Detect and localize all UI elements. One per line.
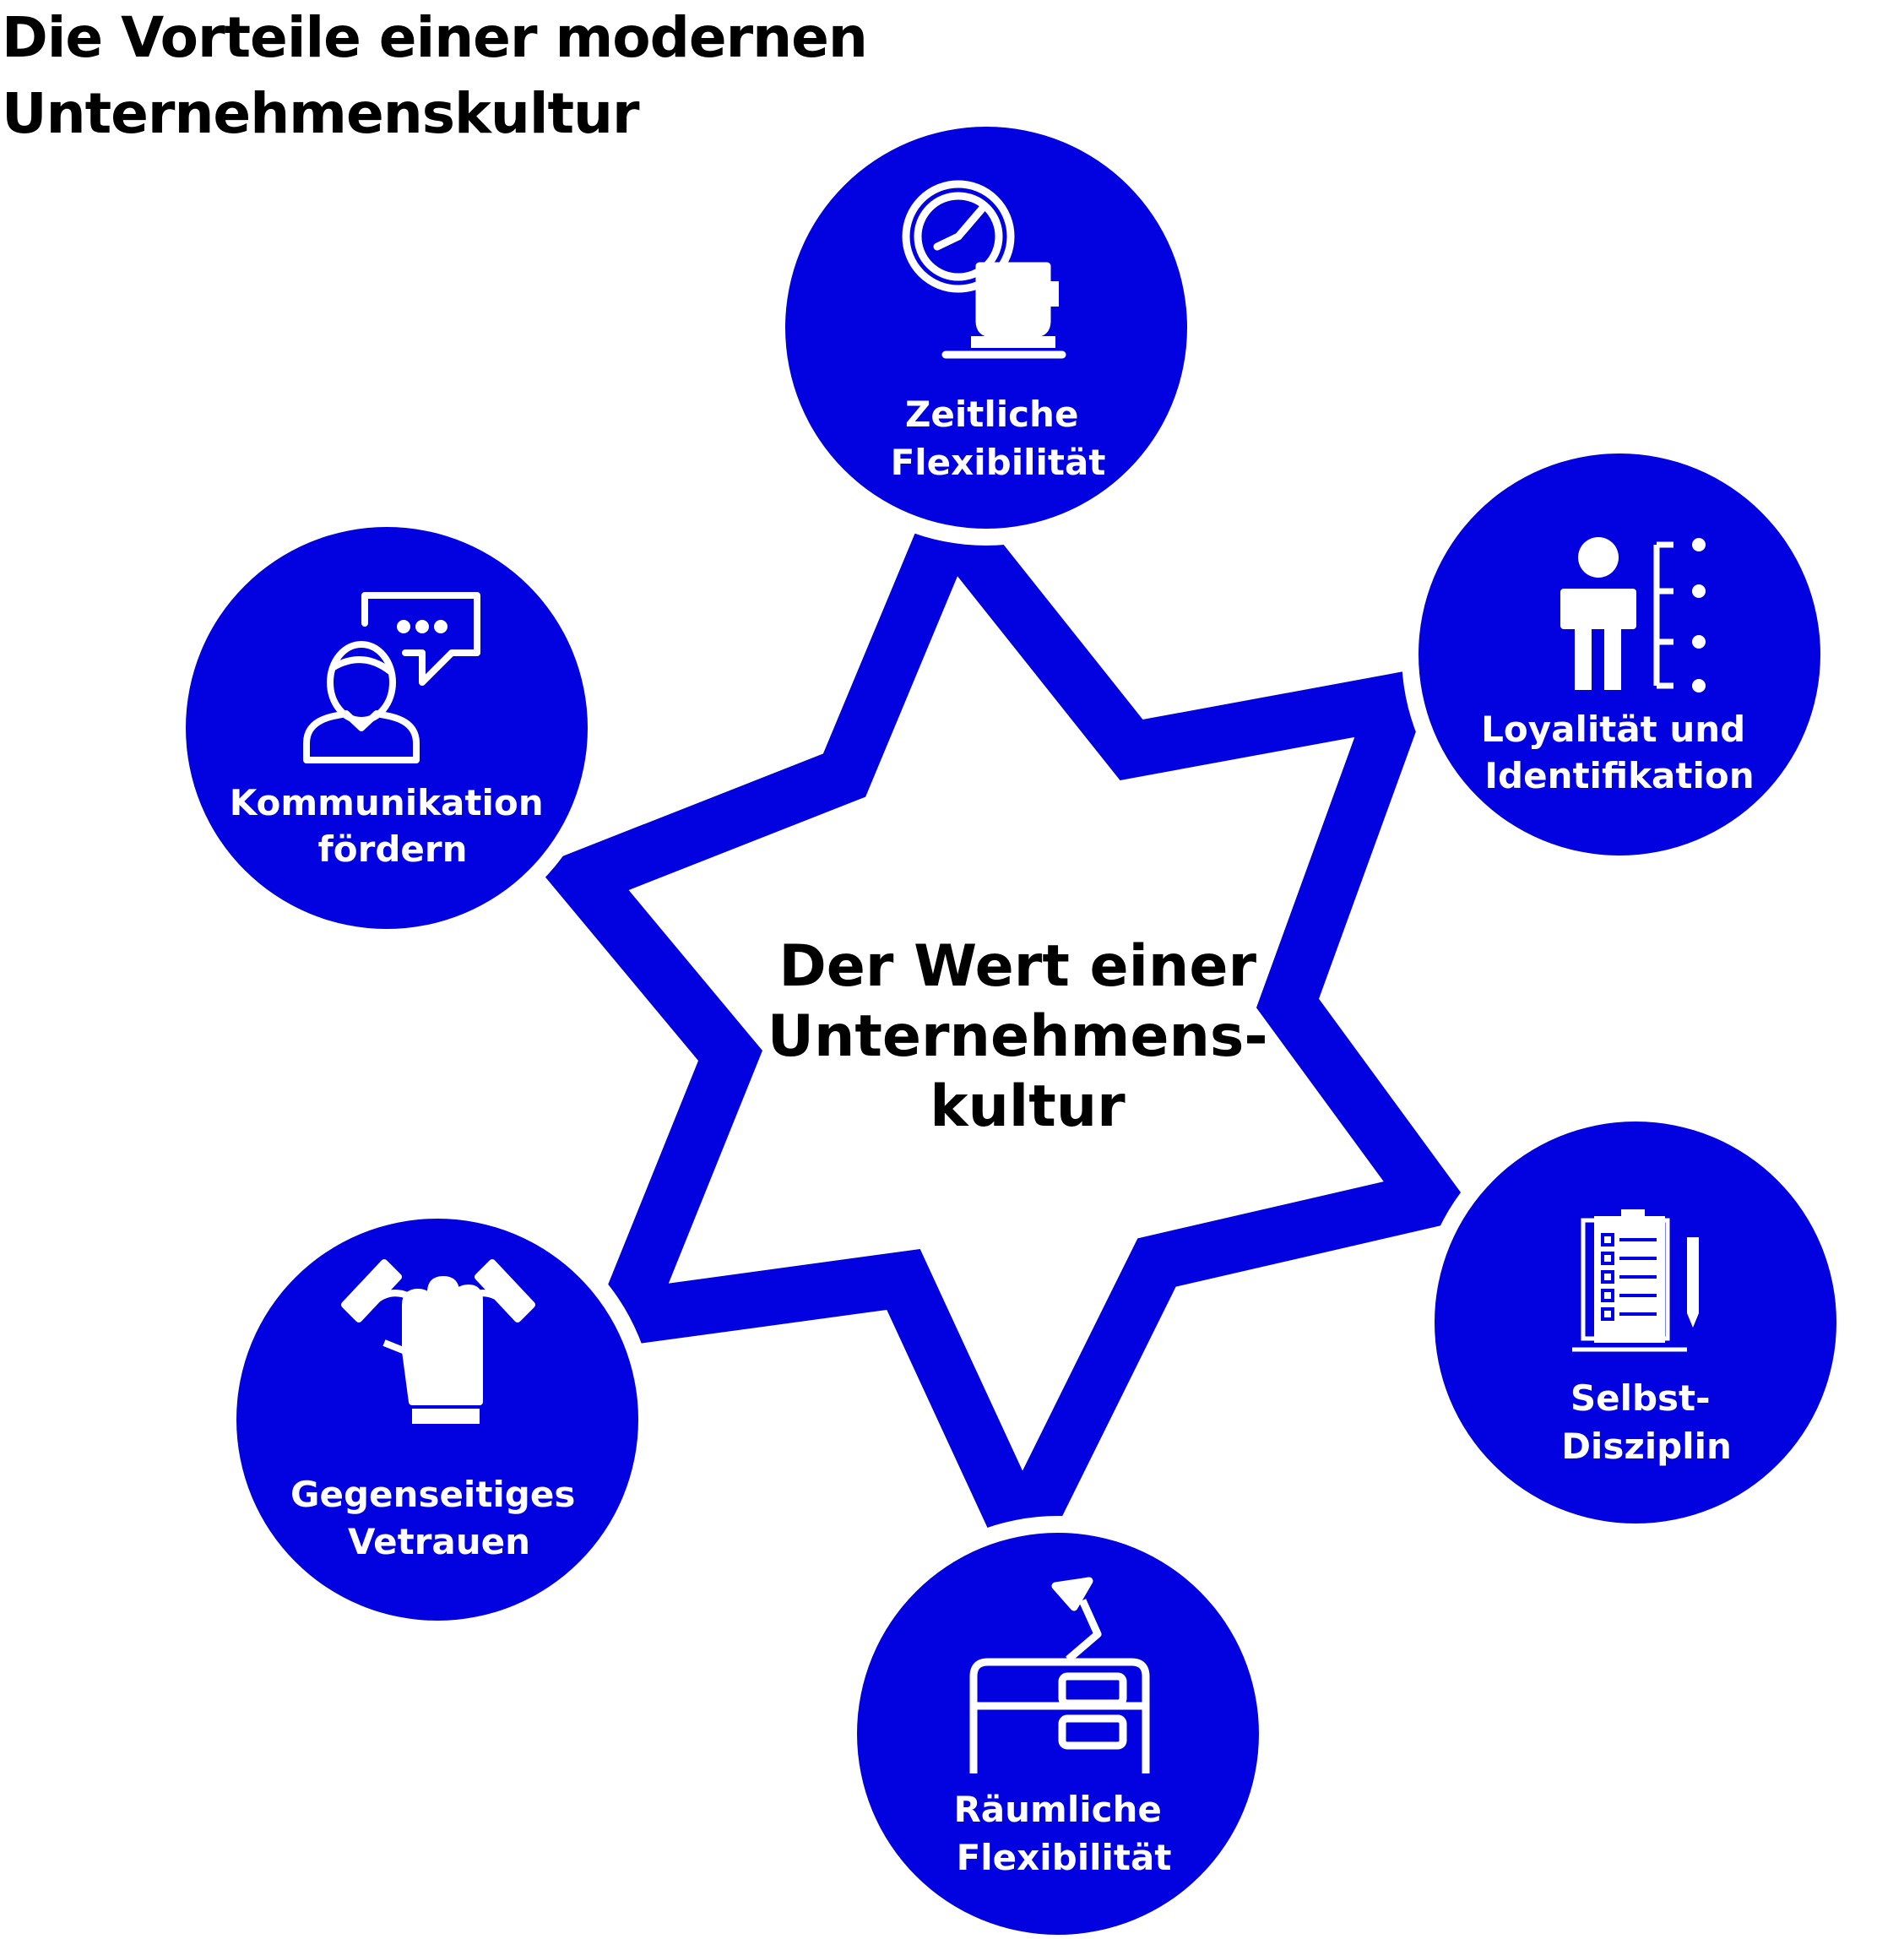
node-label-line-1: Loyalität und (1481, 709, 1745, 750)
svg-text:Kommunikation fördern: Kommunikation fördern (230, 782, 556, 870)
node-gegenseitiges-vertrauen: Gegenseitiges Vetrauen (220, 1202, 655, 1638)
node-label-line-2: fördern (317, 828, 467, 870)
svg-text:Räumliche Flexibilität: Räumliche Flexibilität (953, 1789, 1174, 1878)
node-raeumliche-flexibilitaet: Räumliche Flexibilität (840, 1516, 1276, 1939)
page-title: Die Vorteile einer modernen Unternehmens… (2, 0, 868, 152)
center-label-line-2: Unternehmens- (768, 1003, 1268, 1070)
center-label-line-3: kultur (930, 1073, 1126, 1140)
node-kommunikation-foerdern: Kommunikation fördern (169, 510, 605, 946)
node-label-line-1: Kommunikation (230, 782, 544, 823)
node-label-line-2: Disziplin (1561, 1426, 1732, 1467)
node-label-line-2: Vetrauen (348, 1521, 530, 1562)
node-loyalitaet-identifikation: Loyalität und Identifikation (1402, 437, 1837, 872)
svg-text:Zeitliche Flexibilität: Zeitliche Flexibilität (891, 394, 1106, 483)
desk-lamp-icon (969, 1577, 1150, 1773)
page-title-line-2: Unternehmenskultur (2, 81, 640, 146)
circle-background (186, 527, 588, 929)
node-label-line-1: Selbst- (1570, 1377, 1711, 1419)
stacked-hands-icon (341, 1259, 535, 1424)
node-label-line-1: Räumliche (953, 1789, 1161, 1830)
svg-text:Gegenseitiges Vetrauen: Gegenseitiges Vetrauen (290, 1474, 588, 1562)
clipboard-checklist-icon (1572, 1209, 1699, 1352)
node-label-line-1: Gegenseitiges (290, 1474, 575, 1515)
node-zeitliche-flexibilitaet: Zeitliche Flexibilität (768, 110, 1204, 546)
center-label: Der Wert einer Unternehmens- kultur (768, 933, 1288, 1140)
clock-coffee-icon (902, 180, 1066, 359)
node-label-line-2: Flexibilität (957, 1837, 1172, 1878)
node-label-line-2: Identifikation (1484, 755, 1754, 796)
svg-text:Selbst- Disziplin: Selbst- Disziplin (1561, 1377, 1732, 1467)
page-title-line-1: Die Vorteile einer modernen (2, 5, 868, 70)
circle-background (857, 1533, 1259, 1935)
svg-text:Loyalität und Identifika: Loyalität und Identifikation (1481, 709, 1758, 796)
person-speech-bubble-icon (303, 592, 480, 763)
node-label-line-1: Zeitliche (905, 394, 1079, 435)
node-selbst-disziplin: Selbst- Disziplin (1418, 1105, 1853, 1540)
node-label-line-2: Flexibilität (891, 442, 1106, 483)
person-list-icon (1560, 537, 1706, 692)
center-label-line-1: Der Wert einer (778, 933, 1256, 1000)
